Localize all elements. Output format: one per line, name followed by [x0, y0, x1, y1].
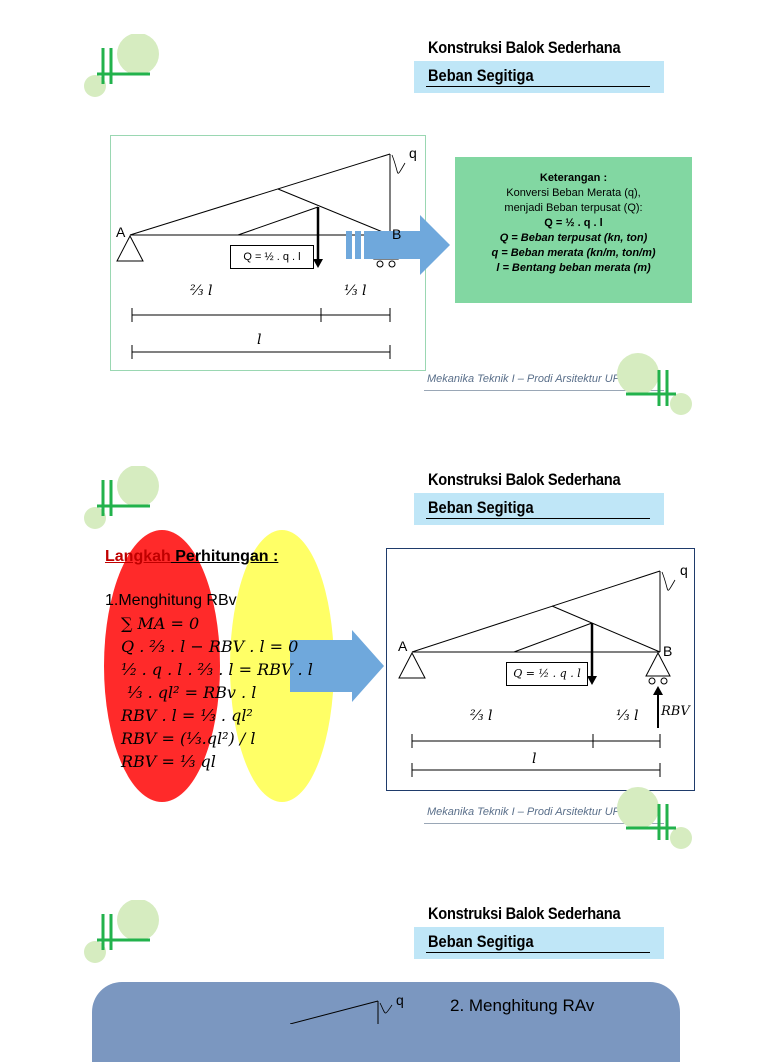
footer-line [424, 823, 664, 824]
footer-logo-icon [617, 353, 692, 415]
reaction-label: RBV [661, 704, 690, 719]
equation-7: RBV = ¹⁄₃ ql [121, 752, 216, 771]
equation-5: RBV . l = ¹⁄₃ . ql² [121, 706, 253, 725]
beam-diagram [116, 153, 450, 359]
diagram-frame [386, 548, 695, 791]
equation-2: Q . ²⁄₃ . l − RBV . l = 0 [121, 637, 299, 656]
equation-1: ∑ MA = 0 [121, 614, 200, 633]
calculation-steps: Langkah Perhitungan : 1.Menghitung RBv ∑… [105, 548, 345, 773]
subtitle-underline [426, 518, 650, 519]
label-b: B [663, 643, 673, 659]
footer-line [424, 390, 664, 391]
equation-3: ¹⁄₂ . q . l . ²⁄₃ . l = RBV . l [121, 660, 313, 679]
subtitle-bar: Beban Segitiga [414, 493, 664, 525]
slide-title: Konstruksi Balok Sederhana [428, 38, 621, 57]
dim-one-third: ⅓ l [616, 708, 639, 724]
slide-subtitle: Beban Segitiga [428, 498, 534, 517]
beam-diagram-partial [290, 1000, 393, 1024]
step-title: 2. Menghitung RAv [450, 996, 595, 1015]
footer-text: Mekanika Teknik I – Prodi Arsitektur UPB [427, 806, 628, 818]
dim-one-third: ⅓ l [344, 283, 367, 299]
keterangan-formula: Q = ½ . q . l [544, 217, 603, 229]
beam-diagram [398, 570, 676, 777]
slide-subtitle: Beban Segitiga [428, 66, 534, 85]
heading-perhitungan: Perhitungan : [170, 548, 279, 565]
highlight-ovals [104, 530, 384, 802]
label-q: q [409, 145, 417, 161]
step-title: 1.Menghitung RBv [105, 592, 237, 609]
slide-title: Konstruksi Balok Sederhana [428, 904, 621, 923]
keterangan-line2: menjadi Beban terpusat (Q): [504, 202, 643, 214]
label-b: B [392, 226, 402, 242]
label-q: q [680, 562, 688, 578]
keterangan-line1: Konversi Beban Merata (q), [506, 187, 641, 199]
dim-total: l [257, 332, 262, 348]
definition-q: q = Beban merata (kn/m, ton/m) [491, 247, 656, 259]
keterangan-heading: Keterangan : [539, 172, 608, 184]
definition-Q: Q = Beban terpusat (kn, ton) [499, 232, 648, 244]
label-a: A [398, 638, 408, 654]
slide-subtitle: Beban Segitiga [428, 932, 534, 951]
load-formula-box: Q = ½ . q . l [506, 662, 588, 686]
label-a: A [116, 224, 126, 240]
slide-title: Konstruksi Balok Sederhana [428, 470, 621, 489]
label-q: q [396, 992, 404, 1008]
equation-4: ¹⁄₃ . ql² = RBv . l [127, 683, 257, 702]
heading-langkah: Langkah [105, 548, 171, 565]
subtitle-underline [426, 952, 650, 953]
dim-two-thirds: ⅔ l [190, 283, 213, 299]
dim-total: l [532, 751, 537, 767]
equation-6: RBV = (¹⁄₃.ql²) / l [121, 729, 256, 748]
dim-two-thirds: ⅔ l [470, 708, 493, 724]
definition-l: l = Bentang beban merata (m) [496, 262, 651, 274]
subtitle-bar: Beban Segitiga [414, 61, 664, 93]
keterangan-box: Keterangan : Konversi Beban Merata (q), … [455, 157, 692, 303]
logo-icon [84, 900, 159, 963]
logo-icon [84, 466, 159, 529]
footer-text: Mekanika Teknik I – Prodi Arsitektur UPB [427, 373, 628, 385]
load-formula-box: Q = ½ . q . l [230, 245, 314, 269]
subtitle-bar: Beban Segitiga [414, 927, 664, 959]
logo-icon [84, 34, 159, 97]
subtitle-underline [426, 86, 650, 87]
footer-logo-icon [617, 787, 692, 849]
